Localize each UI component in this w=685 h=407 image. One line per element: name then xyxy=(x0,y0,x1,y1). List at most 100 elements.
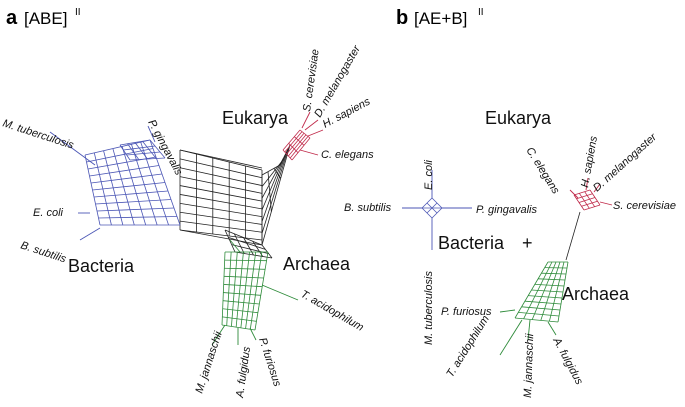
network-edge xyxy=(222,300,260,305)
network-edge xyxy=(224,259,267,262)
panel-b-label-s-cerevisiae: S. cerevisiae xyxy=(613,200,676,212)
leaf-edge xyxy=(593,183,601,193)
panel-b-label-c-elegans: C. elegans xyxy=(523,145,561,196)
network-edge xyxy=(581,200,598,207)
panel-b-title: [AE+B] xyxy=(414,9,467,28)
network-edge xyxy=(286,132,305,155)
network-edge xyxy=(261,154,286,211)
network-edge xyxy=(584,191,595,207)
network-edge xyxy=(221,324,256,331)
network-edge xyxy=(541,272,567,275)
network-edge xyxy=(288,134,307,157)
leaf-edge xyxy=(299,149,319,156)
network-edge xyxy=(282,149,293,161)
panel-a-domain-archaea: Archaea xyxy=(283,254,351,274)
panel-a-title: [ABE] xyxy=(24,9,67,28)
network-edge xyxy=(578,197,596,203)
network-edge xyxy=(589,189,601,206)
network-edge xyxy=(98,216,178,219)
panel-b-label-p-furiosus: P. furiosus xyxy=(441,306,492,318)
network-edge xyxy=(223,275,264,279)
network-edge xyxy=(273,168,281,179)
panel-b-label-p-gingavalis: P. gingavalis xyxy=(476,204,537,216)
network-edge xyxy=(240,251,250,328)
panel-a-label-p-furiosus: P. furiosus xyxy=(256,336,283,388)
network-edge xyxy=(149,139,166,159)
panel-a-domain-eukarya: Eukarya xyxy=(222,108,289,128)
network-edge xyxy=(92,182,166,191)
panel-a-domain-bacteria: Bacteria xyxy=(68,256,135,276)
network-edge xyxy=(119,139,151,146)
network-edge xyxy=(289,136,309,159)
network-edge xyxy=(261,244,273,259)
network-edge xyxy=(126,151,161,156)
network-edge xyxy=(228,236,266,250)
panel-b-label-a-fulgidus: A. fulgidus xyxy=(550,335,585,387)
network-edge xyxy=(127,143,140,160)
network-edge xyxy=(261,158,284,199)
panel-a-title-superscript: II xyxy=(75,7,81,18)
network-edge xyxy=(288,143,299,153)
network-edge xyxy=(223,284,263,288)
network-edge xyxy=(90,173,163,184)
network-edge xyxy=(129,157,166,161)
network-edge xyxy=(179,158,263,179)
panel-a-bacteria-network xyxy=(49,125,181,241)
leaf-edge xyxy=(301,111,311,129)
network-edge xyxy=(93,152,112,226)
network-edge xyxy=(95,199,172,205)
panel-b-domain-archaea: Archaea xyxy=(562,284,630,304)
network-edge xyxy=(86,148,154,163)
panel-b-label-b-subtilis: B. subtilis xyxy=(344,202,392,214)
network-edge xyxy=(221,251,226,326)
network-edge xyxy=(226,251,232,326)
panel-a-label-m-tuberculosis: M. tuberculosis xyxy=(1,117,76,151)
leaf-edge xyxy=(547,321,557,336)
network-edge xyxy=(565,211,581,261)
panel-b-label-t-acidophilum: T. acidophilum xyxy=(444,313,492,379)
panel-b-domain-eukarya: Eukarya xyxy=(485,108,552,128)
network-edge xyxy=(131,144,158,226)
panel-a-label-m-jannaschii: M. jannaschii xyxy=(193,330,224,395)
network-edge xyxy=(222,316,257,322)
network-edge xyxy=(299,129,311,139)
network-edge xyxy=(518,312,560,317)
leaf-edge xyxy=(79,227,101,241)
panel-a: a [ABE] II Eukarya Bacteria Archaea S. c… xyxy=(1,7,374,399)
network-edge xyxy=(514,317,559,323)
network-edge xyxy=(96,207,175,212)
network-edge xyxy=(234,251,273,259)
network-edge xyxy=(233,233,245,254)
network-edge xyxy=(245,251,257,329)
panel-b-letter: b xyxy=(396,7,408,29)
network-edge xyxy=(249,251,263,330)
panel-b-plus-sign: + xyxy=(522,233,533,253)
network-edge xyxy=(531,289,564,293)
leaf-edge xyxy=(304,119,319,131)
panel-b-domain-bacteria: Bacteria xyxy=(438,233,505,253)
network-edge xyxy=(179,202,263,218)
leaf-edge xyxy=(527,319,531,341)
network-edge xyxy=(538,278,566,281)
network-edge xyxy=(576,193,593,200)
network-edge xyxy=(222,308,258,314)
panel-b-label-d-melanogaster: D. melanogaster xyxy=(591,130,660,194)
panel-a-label-t-acidophilum: T. acidophilum xyxy=(299,288,366,334)
panel-b-bacteria-network xyxy=(402,170,472,250)
network-edge xyxy=(134,142,148,160)
leaf-edge xyxy=(499,319,523,356)
network-edge xyxy=(179,194,263,210)
network-edge xyxy=(142,141,157,159)
network-edge xyxy=(573,189,591,196)
leaf-edge xyxy=(599,201,613,206)
network-edge xyxy=(521,306,561,311)
network-edge xyxy=(123,145,156,151)
network-edge xyxy=(267,171,272,212)
leaf-edge xyxy=(211,324,226,346)
network-edge xyxy=(149,139,181,226)
panel-b-title-superscript: II xyxy=(478,7,484,18)
network-edge xyxy=(235,251,244,328)
network-edge xyxy=(573,194,585,211)
network-edge xyxy=(224,229,263,246)
